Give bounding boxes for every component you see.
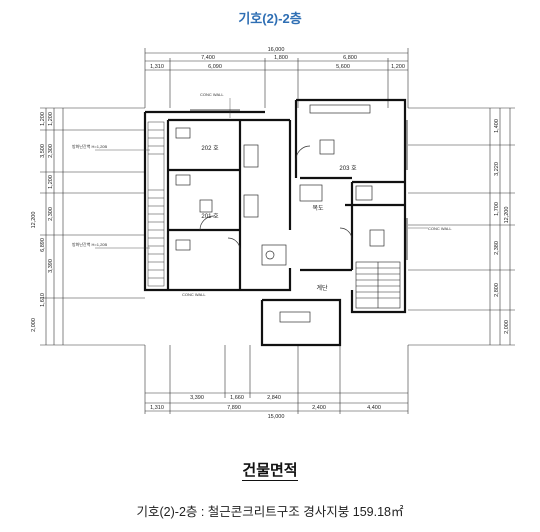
dim-left-outer-d: 2,000 (31, 318, 37, 332)
dim-top-row3-b: 6,090 (208, 64, 222, 70)
dim-bottom-row1-c: 2,840 (267, 395, 281, 401)
note-rail-top: 방화난간벽 H=1,20B (72, 143, 108, 149)
floor-plan-drawing: 16,000 7,400 1,800 6,800 1,310 6,090 5,6… (31, 47, 515, 420)
dim-right-c: 1,700 (494, 202, 500, 216)
dim-top-total: 16,000 (268, 47, 285, 53)
note-rail-mid: 방화난간벽 H=1,20B (72, 241, 108, 247)
dim-bottom-row2-d: 4,400 (367, 405, 381, 411)
room-label-202: 202 호 (201, 145, 219, 152)
dim-top-row2-b: 1,800 (274, 55, 288, 61)
dim-right-f: 2,800 (494, 283, 500, 297)
note-conc-wall-a: CONC WALL (200, 92, 224, 97)
note-conc-wall-c: CONC WALL (182, 292, 206, 297)
section-title: 건물면적 (242, 462, 298, 481)
note-conc-wall-b: CONC WALL (428, 226, 452, 231)
dim-left-inner-c: 1,200 (48, 175, 54, 189)
dim-top-row3-c: 5,600 (336, 64, 350, 70)
dim-bottom-row1-b: 1,660 (230, 395, 244, 401)
dim-top-row3-d: 1,200 (391, 64, 405, 70)
room-label-203: 203 호 (339, 165, 357, 172)
page-title: 기호(2)-2층 (238, 11, 302, 26)
dim-right-g: 2,000 (504, 320, 510, 334)
dim-left-inner-g: 1,610 (40, 293, 46, 307)
dim-right-a: 1,400 (494, 119, 500, 133)
dim-right-b: 3,220 (494, 162, 500, 176)
dim-left-inner-b: 2,300 (48, 144, 54, 158)
dim-left-inner-d: 2,300 (48, 207, 54, 221)
dim-right-d: 12,200 (504, 207, 510, 224)
dim-bottom-row2-a: 1,310 (150, 405, 164, 411)
dim-right-e: 2,380 (494, 241, 500, 255)
room-label-201: 201 호 (201, 213, 219, 220)
area-summary: 기호(2)-2층 : 철근콘크리트구조 경사지붕 159.18㎡ (136, 505, 404, 519)
dim-left-outer-a: 1,200 (40, 112, 46, 126)
dim-top-row3-a: 1,310 (150, 64, 164, 70)
dim-left-outer-c: 12,200 (31, 212, 37, 229)
dim-left-inner-f: 3,390 (48, 259, 54, 273)
dim-left-inner-a: 1,200 (48, 112, 54, 126)
dim-bottom-row1-a: 3,390 (190, 395, 204, 401)
dim-top-row2-c: 6,800 (343, 55, 357, 61)
dim-left-outer-b: 3,500 (40, 144, 46, 158)
dim-bottom-row2-b: 7,890 (227, 405, 241, 411)
dim-bottom-total: 15,000 (268, 414, 285, 420)
dim-left-inner-e: 6,890 (40, 238, 46, 252)
dim-bottom-row2-c: 2,400 (312, 405, 326, 411)
stair-label: 계단 (316, 284, 328, 292)
hall-label: 복도 (312, 205, 324, 212)
dim-top-row2-a: 7,400 (201, 55, 215, 61)
